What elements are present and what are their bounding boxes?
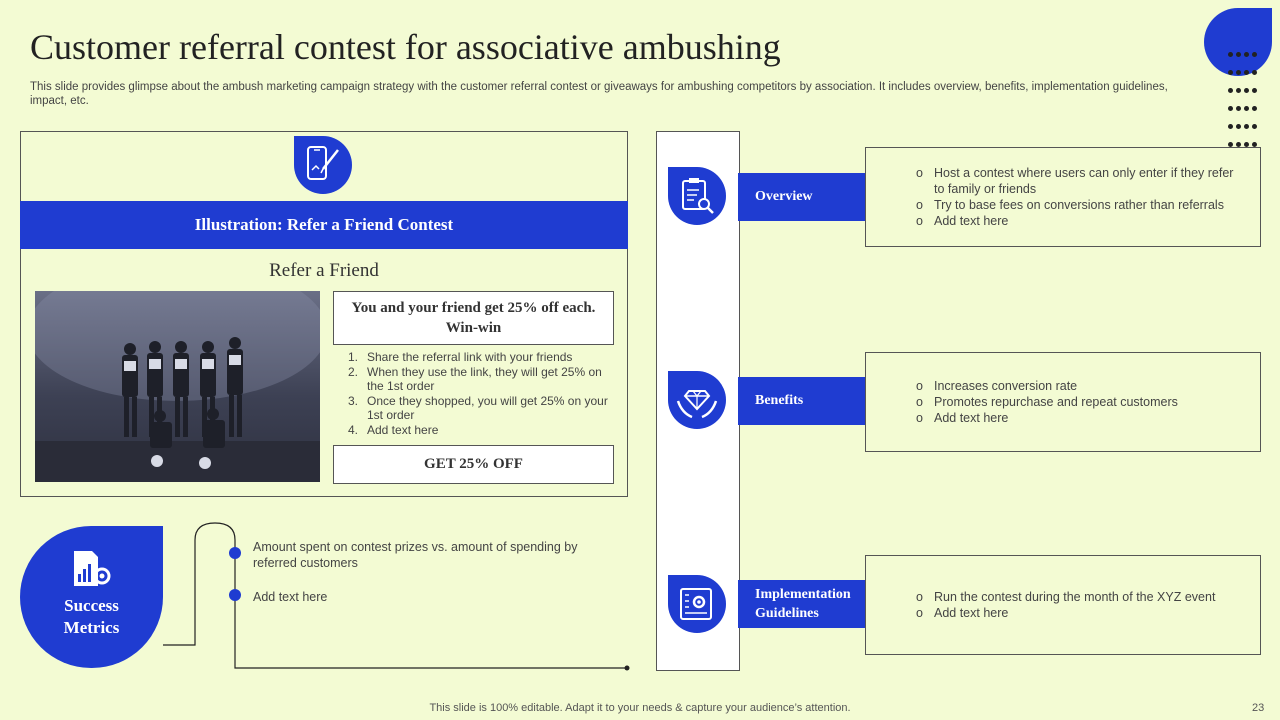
refer-heading: Refer a Friend [269, 260, 379, 281]
success-metrics-label: Success Metrics [20, 595, 163, 639]
step-number: 4. [348, 422, 359, 437]
get-discount-button[interactable]: GET 25% OFF [333, 445, 614, 484]
section-label-implementation: Implementation Guidelines [755, 587, 851, 621]
referral-step: 1. Share the referral link with your frie… [340, 350, 610, 365]
team-photo [35, 291, 320, 482]
success-metrics-label-line1: Success [64, 596, 119, 615]
decorative-dot-grid [1228, 50, 1264, 158]
referral-step: 4. Add text here [340, 423, 610, 438]
step-number: 2. [348, 364, 359, 379]
benefits-bullet: Promotes repurchase and repeat customers [866, 394, 1260, 410]
benefits-bullet: Increases conversion rate [866, 378, 1260, 394]
benefits-arrow [738, 377, 906, 425]
offer-box: You and your friend get 25% off each. Wi… [333, 291, 614, 345]
implementation-box: Run the contest during the month of the … [865, 555, 1261, 655]
overview-bullets: Host a contest where users can only ente… [866, 165, 1260, 229]
slide-footer: This slide is 100% editable. Adapt it to… [429, 702, 851, 714]
implementation-arrow [738, 580, 906, 628]
slide-title: Customer referral contest for associativ… [30, 27, 781, 67]
overview-bullet: Add text here [866, 213, 1260, 229]
referral-steps-list: 1. Share the referral link with your frie… [340, 350, 610, 437]
diamond-hands-icon [668, 371, 726, 429]
overview-arrow [738, 173, 906, 221]
metrics-connector-line [163, 522, 630, 671]
step-text: Once they shopped, you will get 25% on y… [367, 393, 608, 423]
clipboard-search-icon [668, 167, 726, 225]
step-number: 3. [348, 393, 359, 408]
illustration-bar-title: Illustration: Refer a Friend Contest [20, 201, 628, 249]
implementation-bullets: Run the contest during the month of the … [866, 589, 1260, 621]
metric-item: Add text here [253, 590, 328, 604]
referral-step: 2. When they use the link, they will get … [340, 365, 610, 394]
section-label-benefits: Benefits [755, 393, 804, 408]
overview-bullet: Host a contest where users can only ente… [866, 165, 1260, 197]
smartphone-pen-icon [294, 136, 352, 194]
step-text: Share the referral link with your friend… [367, 350, 573, 364]
benefits-bullets: Increases conversion rate Promotes repur… [866, 378, 1260, 426]
step-text: When they use the link, they will get 25… [367, 364, 602, 394]
success-metrics-label-line2: Metrics [63, 618, 120, 637]
benefits-bullet: Add text here [866, 410, 1260, 426]
document-gear-icon [668, 575, 726, 633]
step-text: Add text here [367, 422, 439, 437]
step-number: 1. [348, 350, 359, 364]
success-metrics-badge [20, 526, 163, 668]
report-gear-icon [72, 550, 112, 593]
section-label-overview: Overview [755, 189, 813, 204]
metric-item: Amount spent on contest prizes vs. amoun… [253, 540, 578, 570]
referral-step: 3. Once they shopped, you will get 25% on… [340, 394, 610, 423]
benefits-box: Increases conversion rate Promotes repur… [865, 352, 1261, 452]
overview-box: Host a contest where users can only ente… [865, 147, 1261, 247]
overview-bullet: Try to base fees on conversions rather t… [866, 197, 1260, 213]
slide-subtitle: This slide provides glimpse about the am… [30, 81, 1168, 107]
decorative-blob [1204, 8, 1272, 76]
implementation-bullet: Run the contest during the month of the … [866, 589, 1260, 605]
page-number: 23 [1252, 702, 1265, 714]
implementation-bullet: Add text here [866, 605, 1260, 621]
